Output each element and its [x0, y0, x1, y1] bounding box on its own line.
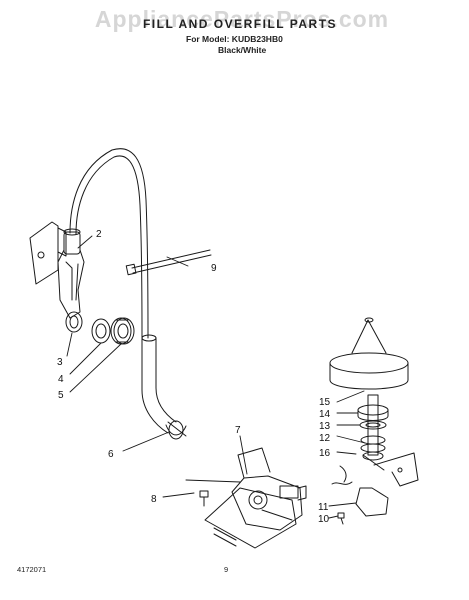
washer	[91, 318, 111, 344]
callout-9: 9	[211, 263, 217, 274]
lower-hose	[141, 334, 187, 436]
float-switch	[331, 465, 389, 517]
callout-14: 14	[319, 409, 331, 420]
watermark: AppliancePartsPros.com	[94, 6, 390, 32]
diagram-title: FILL AND OVERFILL PARTS	[142, 17, 338, 31]
callout-labels: 2 9 3 4 5 6 7 8 15 14 13 12 16 11 10	[57, 229, 331, 525]
color-label: Black/White	[218, 45, 267, 55]
document-number: 4172071	[17, 565, 47, 574]
callout-12: 12	[319, 433, 331, 444]
callout-8: 8	[151, 494, 157, 505]
switch-screw	[337, 512, 345, 525]
model-label: For Model: KUDB23HB0	[186, 34, 283, 44]
callout-7: 7	[235, 425, 241, 436]
switch-bracket	[373, 452, 419, 487]
callout-11: 11	[318, 502, 329, 513]
callout-5: 5	[58, 390, 64, 401]
float-nut	[357, 404, 389, 421]
callout-13: 13	[319, 421, 331, 432]
mounting-bracket	[29, 221, 67, 285]
cable-tie	[125, 249, 212, 276]
callout-10: 10	[318, 514, 330, 525]
page-number: 9	[224, 565, 229, 574]
float-gasket	[359, 420, 387, 430]
callout-15: 15	[319, 397, 331, 408]
float	[329, 317, 409, 390]
leader-lines	[66, 235, 366, 519]
callout-4: 4	[58, 374, 64, 385]
callout-16: 16	[319, 448, 331, 459]
valve-screw	[199, 490, 209, 507]
air-gap-vent	[57, 228, 85, 333]
float-stem	[360, 394, 386, 471]
callout-2: 2	[96, 229, 102, 240]
locknut	[110, 317, 135, 345]
callout-6: 6	[108, 449, 114, 460]
fill-hose	[69, 148, 149, 339]
fill-valve	[185, 447, 307, 549]
hose-clamp	[167, 420, 187, 440]
callout-3: 3	[57, 357, 63, 368]
